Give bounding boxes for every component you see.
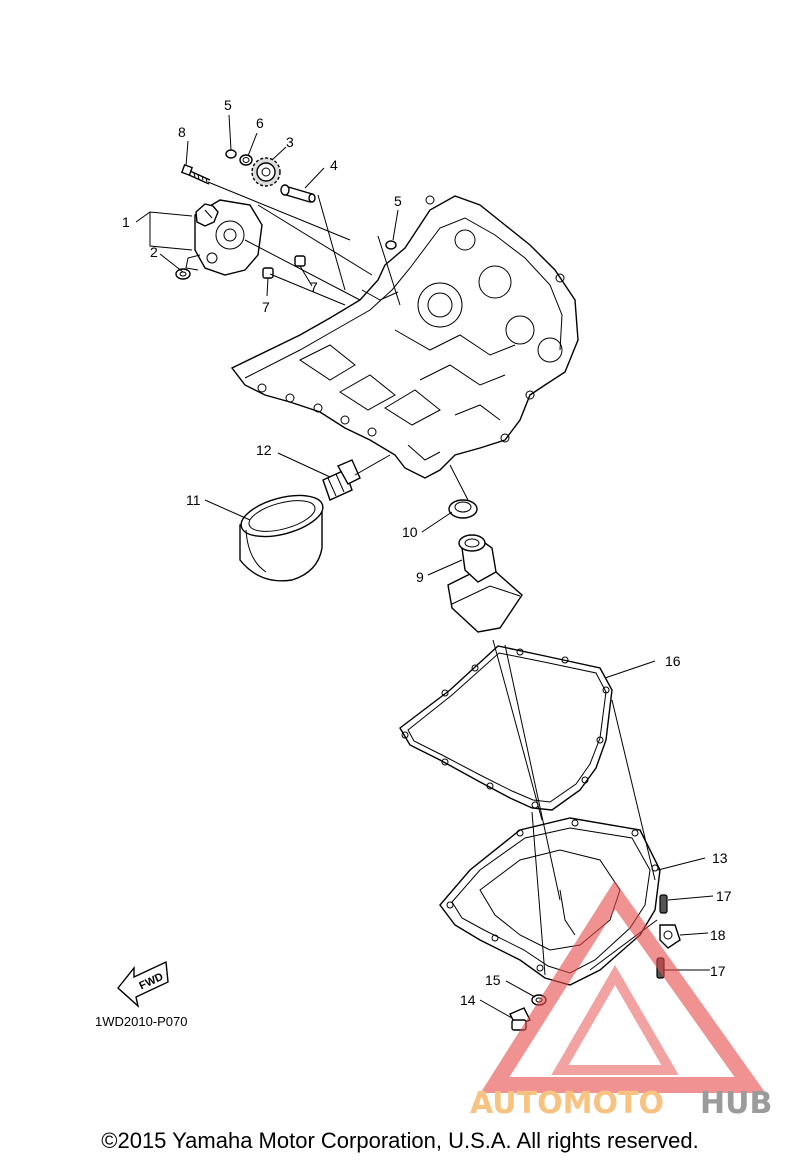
leader-lines [135, 114, 714, 1019]
callout-15: 15 [485, 972, 501, 988]
callout-18: 18 [710, 927, 726, 943]
callout-9: 9 [416, 569, 424, 585]
callout-17a: 17 [716, 888, 732, 904]
callout-14: 14 [460, 992, 476, 1008]
callout-17b: 17 [710, 963, 726, 979]
oil-strainer-9 [447, 534, 523, 633]
circlip-5-top [225, 149, 237, 159]
callout-5-right: 5 [394, 193, 402, 209]
callout-13: 13 [712, 850, 728, 866]
watermark-text-2: HUB [700, 1086, 772, 1121]
callout-10: 10 [402, 524, 418, 540]
bolt-8 [180, 163, 211, 185]
oil-pump-assembly [185, 199, 263, 276]
callout-12: 12 [256, 442, 272, 458]
washer-2 [175, 268, 191, 280]
oil-filter-11 [239, 494, 324, 582]
circlip-5-right [385, 240, 397, 250]
fitting-12 [322, 459, 361, 501]
callout-7b: 7 [310, 279, 318, 295]
callout-1: 1 [122, 214, 130, 230]
crankcase [230, 195, 579, 479]
seal-10 [448, 499, 478, 519]
dowel-7b [294, 255, 306, 267]
callout-4: 4 [330, 157, 338, 173]
callout-2: 2 [150, 244, 158, 260]
automotohub-watermark: AUTOMOTO HUB [470, 880, 772, 1121]
washer-6 [239, 154, 253, 166]
clamp-18 [659, 924, 681, 949]
dowel-7a [262, 267, 274, 279]
callout-7a: 7 [262, 299, 270, 315]
callout-labels: 1 2 3 4 5 5 6 7 7 7 8 9 10 11 12 13 14 1… [122, 97, 732, 1008]
bolt-17a [659, 894, 668, 914]
gear-3 [251, 157, 281, 187]
callout-3: 3 [286, 134, 294, 150]
callout-11: 11 [186, 492, 201, 508]
copyright-notice: ©2015 Yamaha Motor Corporation, U.S.A. A… [101, 1128, 699, 1153]
callout-16: 16 [665, 653, 681, 669]
watermark-text-1: AUTOMOTO [470, 1086, 664, 1121]
diagram-code: 1WD2010-P070 [95, 1014, 188, 1029]
fwd-arrow-icon: FWD [117, 960, 169, 1008]
drain-bolt-14 [509, 1007, 531, 1031]
shaft-4 [280, 184, 316, 203]
callout-8: 8 [178, 124, 186, 140]
gasket-16 [399, 645, 613, 811]
callout-5-top: 5 [224, 97, 232, 113]
callout-6: 6 [256, 115, 264, 131]
